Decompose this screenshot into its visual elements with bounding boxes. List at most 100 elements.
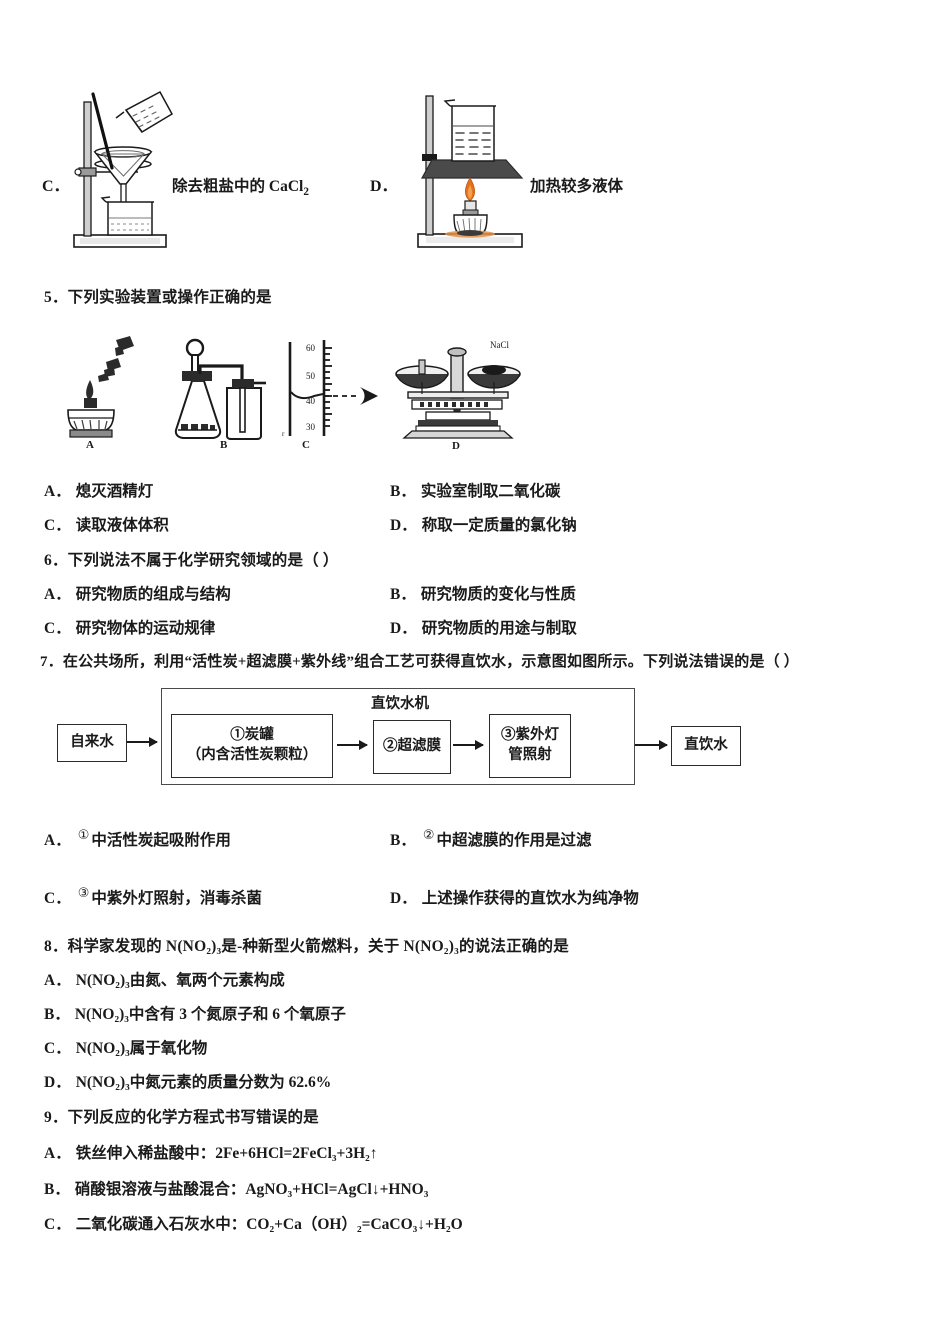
q8-option-a-text: N(NO₂)₃由氮、氧两个元素构成	[75, 972, 285, 989]
q8-option-a: A．N(NO₂)₃由氮、氧两个元素构成	[44, 968, 285, 990]
q7-option-c-label: C．	[44, 890, 71, 907]
q6-option-a: A．研究物质的组成与结构	[44, 582, 231, 604]
top-option-c-caption: 除去粗盐中的 CaCl2	[172, 174, 309, 198]
q5-option-a-text: 熄灭酒精灯	[75, 483, 154, 500]
q7-option-b-circled: ②	[422, 828, 435, 843]
svg-text:60: 60	[306, 343, 316, 353]
q6-option-d: D．研究物质的用途与制取	[390, 616, 577, 638]
q5-option-b-label: B．	[390, 483, 416, 500]
q6-option-b: B．研究物质的变化与性质	[390, 582, 576, 604]
q9-option-c-text: 二氧化碳通入石灰水中：CO₂+Ca（OH）₂=CaCO₃↓+H₂O	[75, 1216, 463, 1233]
q9-option-b-text: 硝酸银溶液与盐酸混合：AgNO₃+HCl=AgCl↓+HNO₃	[74, 1181, 429, 1198]
flow-output-label: 直饮水	[684, 737, 728, 754]
flow-stage-3-line2: 管照射	[508, 747, 552, 763]
q7-option-c-text: 中紫外灯照射，消毒杀菌	[91, 890, 262, 907]
question-6-text: 下列说法不属于化学研究领域的是（ ）	[67, 552, 339, 569]
svg-text:A: A	[86, 439, 94, 450]
top-option-c-label: C．	[42, 178, 70, 195]
question-7-number: 7．	[40, 654, 63, 670]
q7-option-a-circled: ①	[77, 828, 90, 843]
question-8-stem: 8．科学家发现的 N(NO₂)₃是-种新型火箭燃料，关于 N(NO₂)₃的说法正…	[44, 934, 569, 956]
q5-option-d-text: 称取一定质量的氯化钠	[421, 517, 577, 534]
flow-input-label: 自来水	[70, 734, 114, 751]
q6-option-b-label: B．	[390, 586, 416, 603]
svg-text:B: B	[220, 439, 228, 450]
question-9-number: 9．	[44, 1109, 68, 1126]
q8-option-d: D．N(NO₂)₃中氮元素的质量分数为 62.6%	[44, 1070, 331, 1092]
q5-option-b: B．实验室制取二氧化碳	[390, 479, 560, 501]
q7-option-d-label: D．	[390, 890, 417, 907]
q8-option-d-text: N(NO₂)₃中氮元素的质量分数为 62.6%	[75, 1074, 332, 1091]
q5-figure-d-balance: NaCl D	[395, 340, 521, 450]
question-5-stem: 5．下列实验装置或操作正确的是	[44, 285, 272, 307]
q6-option-c: C．研究物体的运动规律	[44, 616, 215, 638]
q5-option-a-label: A．	[44, 483, 71, 500]
q6-option-a-text: 研究物质的组成与结构	[75, 586, 231, 603]
flow-stage-2-line1: ②超滤膜	[383, 738, 441, 755]
q6-option-c-text: 研究物体的运动规律	[75, 620, 216, 637]
flow-stage-1-box: ①炭罐 （内含活性炭颗粒）	[171, 714, 333, 778]
q6-option-c-label: C．	[44, 620, 71, 637]
q7-option-b-text: 中超滤膜的作用是过滤	[436, 832, 592, 849]
flow-arrow-4	[635, 740, 668, 750]
q9-option-a-label: A．	[44, 1145, 71, 1162]
flow-stage-1-line1: ①炭罐	[230, 727, 274, 744]
top-option-d-label: D．	[370, 178, 398, 195]
flow-stage-3-box: ③紫外灯 管照射	[489, 714, 571, 778]
q5-option-c-label: C．	[44, 517, 71, 534]
q9-option-c: C．二氧化碳通入石灰水中：CO₂+Ca（OH）₂=CaCO₃↓+H₂O	[44, 1212, 463, 1234]
q8-option-d-label: D．	[44, 1074, 71, 1091]
q8-option-b-text: N(NO₂)₃中含有 3 个氮原子和 6 个氧原子	[74, 1006, 346, 1023]
q7-option-d-text: 上述操作获得的直饮水为纯净物	[421, 890, 639, 907]
question-8-text: 科学家发现的 N(NO₂)₃是-种新型火箭燃料，关于 N(NO₂)₃的说法正确的…	[67, 938, 569, 955]
q8-option-c-text: N(NO₂)₃属于氧化物	[75, 1040, 208, 1057]
q5-option-a: A．熄灭酒精灯	[44, 479, 153, 501]
q5-figure-b-gas-generator: B	[174, 338, 266, 450]
filtration-apparatus-figure	[73, 90, 174, 248]
svg-text:r: r	[282, 430, 285, 438]
flow-stage-3-line1: ③紫外灯	[501, 727, 559, 744]
flow-arrow-2	[337, 740, 368, 750]
q9-option-a-text: 铁丝伸入稀盐酸中：2Fe+6HCl=2FeCl₃+3H₂↑	[75, 1145, 378, 1162]
q5-option-d: D．称取一定质量的氯化钠	[390, 513, 577, 535]
flow-stage-2-box: ②超滤膜	[373, 720, 451, 774]
top-option-d-caption: 加热较多液体	[530, 178, 624, 195]
q6-option-d-label: D．	[390, 620, 417, 637]
question-6-number: 6．	[44, 552, 68, 569]
q9-option-a: A．铁丝伸入稀盐酸中：2Fe+6HCl=2FeCl₃+3H₂↑	[44, 1141, 378, 1163]
q9-option-c-label: C．	[44, 1216, 71, 1233]
flow-machine-title: 直饮水机	[371, 696, 429, 712]
q7-option-a-label: A．	[44, 832, 71, 849]
svg-text:50: 50	[306, 371, 316, 381]
flow-arrow-1	[127, 737, 158, 747]
heating-apparatus-figure	[417, 95, 524, 248]
svg-text:D: D	[452, 440, 460, 450]
caption-text-c: 除去粗盐中的 CaCl	[172, 178, 304, 195]
flow-input-box: 自来水	[57, 724, 127, 762]
question-7-text: 在公共场所，利用“活性炭+超滤膜+紫外线”组合工艺可获得直饮水，示意图如图所示。…	[62, 654, 799, 670]
question-9-text: 下列反应的化学方程式书写错误的是	[67, 1109, 319, 1126]
svg-text:30: 30	[306, 422, 316, 432]
drinking-water-flow-diagram: 自来水 直饮水机 ①炭罐 （内含活性炭颗粒） ②超滤膜 ③紫外灯 管照射 直饮水	[57, 688, 741, 785]
q8-option-b: B．N(NO₂)₃中含有 3 个氮原子和 6 个氧原子	[44, 1002, 346, 1024]
q6-option-b-text: 研究物质的变化与性质	[420, 586, 576, 603]
question-6-stem: 6．下列说法不属于化学研究领域的是（ ）	[44, 548, 339, 570]
flow-machine-container	[161, 688, 635, 785]
q7-option-d: D．上述操作获得的直饮水为纯净物	[390, 886, 639, 908]
svg-text:40: 40	[306, 396, 316, 406]
flow-stage-1-line2: （内含活性炭颗粒）	[186, 747, 318, 763]
flow-arrow-3	[453, 740, 484, 750]
q8-option-a-label: A．	[44, 972, 71, 989]
q9-option-b: B．硝酸银溶液与盐酸混合：AgNO₃+HCl=AgCl↓+HNO₃	[44, 1177, 428, 1199]
q5-option-c: C．读取液体体积	[44, 513, 169, 535]
q8-option-b-label: B．	[44, 1006, 70, 1023]
q5-option-c-text: 读取液体体积	[75, 517, 169, 534]
svg-text:C: C	[302, 439, 310, 450]
caption-subscript-c: 2	[303, 186, 309, 199]
q8-option-c-label: C．	[44, 1040, 71, 1057]
flow-output-box: 直饮水	[671, 726, 741, 766]
